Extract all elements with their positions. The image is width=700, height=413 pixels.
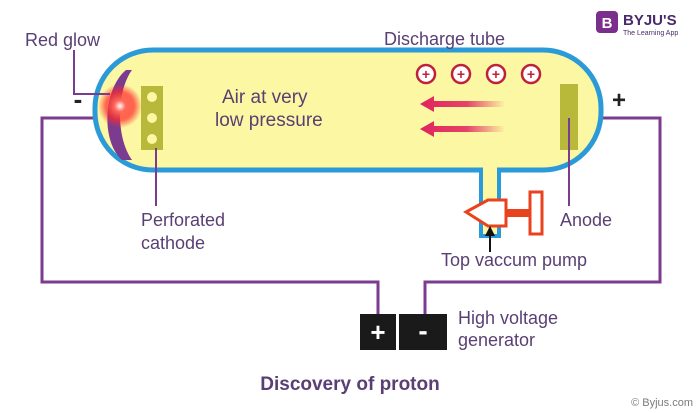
copyright-credit: © Byjus.com: [631, 397, 693, 409]
proton-symbols: + + + +: [415, 63, 542, 85]
proton-sign: +: [457, 66, 465, 82]
red-glow: [98, 84, 142, 128]
air-label-line2: low pressure: [215, 110, 323, 131]
air-label-line1: Air at very: [222, 87, 308, 108]
proton-symbol: +: [520, 63, 542, 85]
proton-symbol: +: [415, 63, 437, 85]
anode-sign: +: [612, 87, 626, 114]
leader-lines: [73, 50, 570, 206]
perforated-cathode-label-line1: Perforated: [141, 210, 225, 230]
battery-minus: -: [418, 315, 427, 346]
perforated-cathode-label-line2: cathode: [141, 233, 205, 253]
anode-plate: [560, 84, 578, 150]
generator-label-line1: High voltage: [458, 308, 558, 328]
discharge-tube: [92, 47, 604, 173]
vacuum-pump: [463, 190, 544, 236]
circuit-wires: [40, 116, 662, 314]
proton-symbol: +: [485, 63, 507, 85]
proton-sign: +: [422, 66, 430, 82]
discharge-tube-label: Discharge tube: [384, 29, 505, 49]
pump-label: Top vaccum pump: [441, 250, 587, 270]
generator-label-line2: generator: [458, 330, 535, 350]
diagram-title: Discovery of proton: [260, 374, 439, 395]
cathode-wire: [40, 116, 380, 314]
logo-name: BYJU'S: [623, 12, 677, 29]
stem-joint-cover: [483, 164, 497, 174]
logo-tagline: The Learning App: [623, 30, 678, 37]
pump-pointer: [485, 226, 495, 252]
red-glow-leader: [73, 50, 110, 95]
anode-label: Anode: [560, 210, 612, 230]
ray-arrow: [420, 96, 505, 112]
proton-symbol: +: [450, 63, 472, 85]
perforated-cathode: [141, 86, 163, 150]
proton-sign: +: [527, 66, 535, 82]
anode-wire: [423, 116, 662, 314]
proton-sign: +: [492, 66, 500, 82]
ray-arrow: [420, 121, 505, 137]
byjus-logo: B BYJU'S The Learning App: [596, 11, 678, 37]
cathode-sign: -: [74, 84, 83, 114]
logo-mark: B: [602, 15, 613, 32]
battery-plus: +: [370, 317, 385, 347]
high-voltage-generator: + -: [360, 314, 447, 350]
red-glow-label: Red glow: [25, 30, 101, 50]
ray-arrows: [420, 96, 505, 137]
